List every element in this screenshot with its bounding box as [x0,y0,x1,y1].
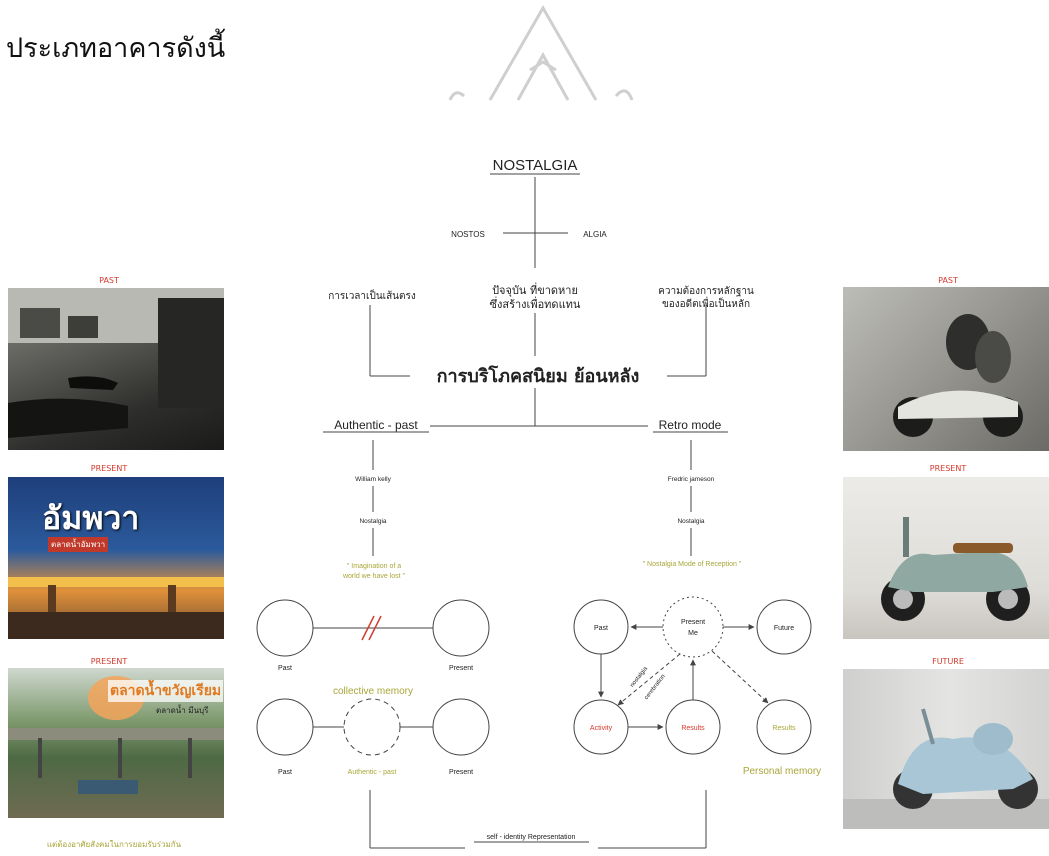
right-note-line1: ความต้องการหลักฐาน [658,285,754,297]
node-future-circle [756,599,812,655]
right-note-line2: ของอดีตเพื่อเป็นหลัก [662,296,750,310]
page-heading: ประเภทอาคารดังนี้ [6,33,226,64]
right-caption-past: PAST [938,276,958,285]
fredric-jameson: Fredric jameson [668,476,715,483]
center-note-line2: ซึ่งสร้างเพื่อทดแทน [490,296,581,311]
authentic-past-node-label: Authentic - past [348,769,397,776]
past-label-1: Past [278,665,292,672]
left-past-circle-2 [256,698,314,756]
bottom-label: self - identity Representation [487,834,576,841]
collective-memory: collective memory [333,686,413,697]
photo-vespa-future [843,669,1049,829]
node-future-label: Future [774,625,794,632]
imagination-line1: " Imagination of a [347,563,401,570]
edge-nostalgia-label: nostalgia [629,666,649,689]
left-bottom-caption: แต่ต้องอาศัยสังคมในการยอมรับร่วมกัน [46,840,182,849]
past-label-2: Past [278,769,292,776]
diagram-title: NOSTALGIA [493,157,578,174]
center-note-line1: ปัจจุบัน ที่ขาดหาย [492,282,578,297]
node-results-red-label: Results [681,725,705,732]
photo-amphawa-title: อัมพวา [42,499,140,537]
imagination-line2: world we have lost " [342,573,406,580]
nostalgia-left: Nostalgia [359,518,386,525]
left-note: การเวลาเป็นเส้นตรง [328,288,416,302]
photo-amphawa-present: อัมพวา ตลาดน้ำอัมพวา [8,477,224,639]
photo-floating-market-past [8,288,224,450]
arrow-present-to-activity [617,653,681,706]
nostos-label: NOSTOS [451,230,485,239]
william-kelly: William kelly [355,476,392,483]
present-label-2: Present [449,769,473,776]
algia-label: ALGIA [583,230,607,239]
photo-khwan-riam-subtitle: ตลาดน้ำ มีนบุรี [156,706,209,715]
node-activity-label: Activity [590,725,613,732]
node-present-label-1: Present [681,619,705,626]
right-caption-present: PRESENT [929,464,967,473]
node-present-circle [662,596,724,658]
red-break-slash [361,615,382,641]
left-caption-past: PAST [99,276,119,285]
photo-amphawa-subtitle: ตลาดน้ำอัมพวา [48,537,109,552]
left-present-circle [432,599,490,657]
right-caption-future: FUTURE [932,657,964,666]
nostalgia-right: Nostalgia [677,518,704,525]
edge-cerebration-label: cerebration [644,674,667,701]
left-present-circle-2 [432,698,490,756]
left-past-circle [256,599,314,657]
retro-mode-heading: Retro mode [659,418,722,432]
node-results-green-circle [756,699,812,755]
authentic-past-heading: Authentic - past [334,418,418,432]
photo-khwan-riam-market: ตลาดน้ำขวัญเรียม ตลาดน้ำ มีนบุรี [8,668,224,818]
main-concept: การบริโภคสนิยม ย้อนหลัง [437,365,640,387]
watermark-emblem [448,4,634,101]
personal-memory: Personal memory [743,766,821,777]
present-label-1: Present [449,665,473,672]
node-present-label-2: Me [688,630,698,637]
left-caption-present-1: PRESENT [90,464,128,473]
arrow-present-to-results [711,650,769,704]
authentic-past-circle [343,698,401,756]
node-results-green-label: Results [772,725,796,732]
nostalgia-mode-label: " Nostalgia Mode of Reception " [643,561,742,568]
node-past-label: Past [594,625,608,632]
photo-khwan-riam-title: ตลาดน้ำขวัญเรียม [108,680,224,702]
photo-vespa-present [843,477,1049,639]
left-caption-present-2: PRESENT [90,657,128,666]
photo-vespa-past [843,287,1049,451]
